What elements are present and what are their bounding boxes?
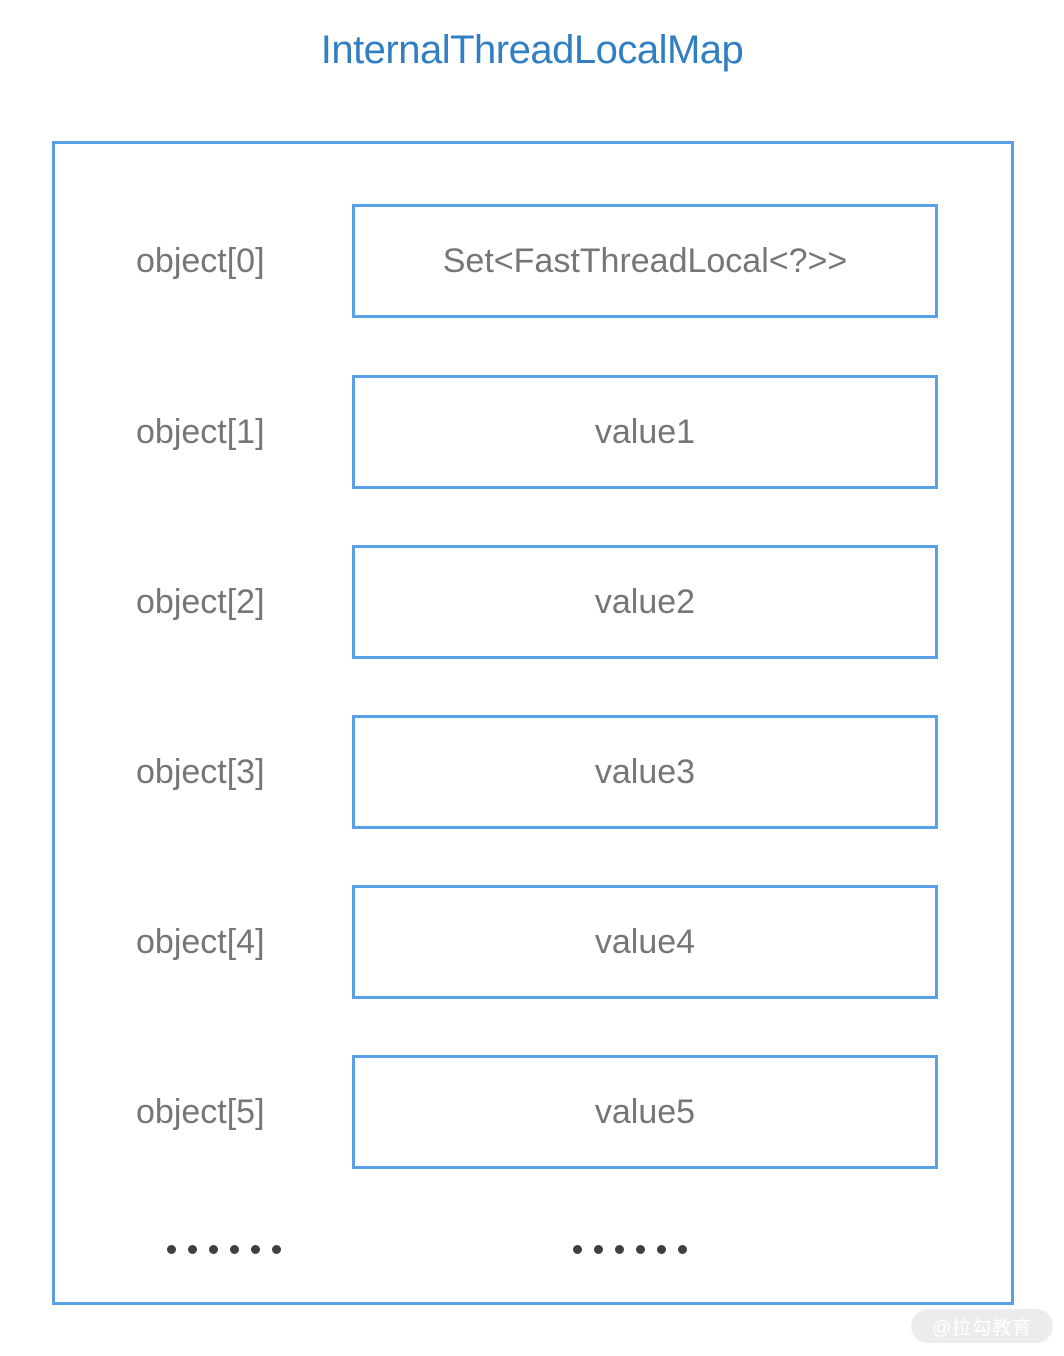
- dot-icon: [167, 1244, 176, 1254]
- dot-icon: [230, 1244, 239, 1254]
- slot-value-box: value3: [352, 715, 938, 829]
- slot-index-label: object[3]: [136, 753, 265, 791]
- dot-icon: [272, 1244, 281, 1254]
- slot-row: object[5] value5: [55, 1055, 1017, 1169]
- slot-index-label: object[2]: [136, 583, 265, 621]
- dot-icon: [573, 1244, 582, 1254]
- slot-value-box: value4: [352, 885, 938, 999]
- ellipsis-left-icon: [167, 1229, 281, 1269]
- slot-value-text: value1: [594, 412, 696, 451]
- slot-value-box: value1: [352, 375, 938, 489]
- slot-value-text: value3: [594, 752, 696, 791]
- slot-row: object[3] value3: [55, 715, 1017, 829]
- slot-index-label: object[1]: [136, 413, 265, 451]
- dot-icon: [657, 1244, 666, 1254]
- slot-value-box: value5: [352, 1055, 938, 1169]
- dot-icon: [209, 1244, 218, 1254]
- ellipsis-right-icon: [573, 1229, 687, 1269]
- slot-index-label: object[0]: [136, 242, 265, 280]
- slot-value-text: Set<FastThreadLocal<?>>: [442, 241, 848, 280]
- dot-icon: [678, 1244, 687, 1254]
- slot-value-text: value4: [594, 922, 696, 961]
- slot-row: object[0] Set<FastThreadLocal<?>>: [55, 204, 1017, 318]
- ellipsis-row: [55, 1229, 1017, 1269]
- slot-value-text: value2: [594, 582, 696, 621]
- slot-row: object[2] value2: [55, 545, 1017, 659]
- slot-index-label: object[4]: [136, 923, 265, 961]
- dot-icon: [251, 1244, 260, 1254]
- slot-value-text: value5: [594, 1092, 696, 1131]
- dot-icon: [594, 1244, 603, 1254]
- slot-row: object[1] value1: [55, 375, 1017, 489]
- slot-index-label: object[5]: [136, 1093, 265, 1131]
- dot-icon: [636, 1244, 645, 1254]
- slot-value-box: Set<FastThreadLocal<?>>: [352, 204, 938, 318]
- dot-icon: [615, 1244, 624, 1254]
- internal-thread-local-map-container: object[0] Set<FastThreadLocal<?>> object…: [52, 141, 1014, 1305]
- slot-value-box: value2: [352, 545, 938, 659]
- page-title: InternalThreadLocalMap: [320, 28, 744, 72]
- dot-icon: [188, 1244, 197, 1254]
- watermark: @拉勾教育: [911, 1309, 1053, 1343]
- slot-row: object[4] value4: [55, 885, 1017, 999]
